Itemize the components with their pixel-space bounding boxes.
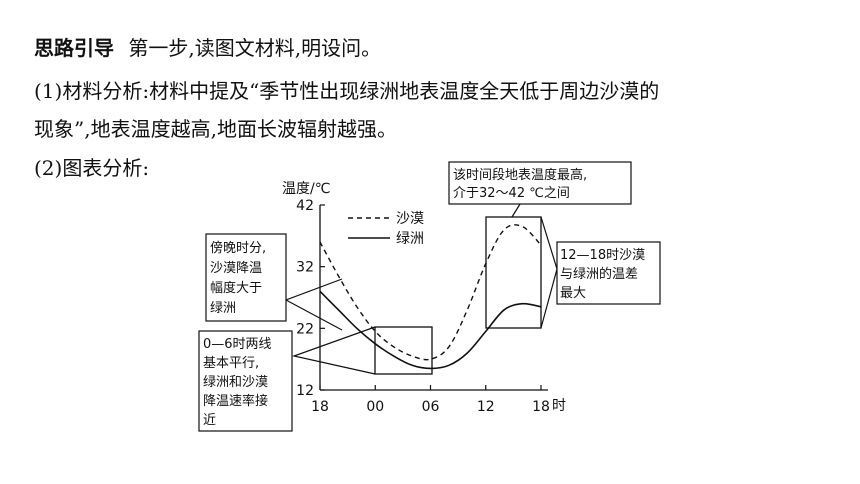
night-annotation-line: 0—6时两线 (203, 337, 272, 352)
diff-annotation-line: 最大 (560, 286, 586, 301)
dusk-annotation-line: 幅度大于 (210, 280, 262, 296)
x-tick-label: 18 (311, 399, 329, 415)
x-tick-label: 12 (477, 399, 495, 415)
legend-oasis-label: 绿洲 (396, 231, 424, 247)
x-tick-label: 00 (366, 399, 384, 415)
diff-annotation-box (556, 241, 661, 305)
night-annotation: 0—6时两线 基本平行, 绿洲和沙漠 降温速率接 近 (203, 337, 272, 428)
x-axis-label: 时 (552, 398, 566, 414)
night-annotation-line: 降温速率接 (203, 393, 268, 409)
dusk-annotation-line: 绿洲 (210, 301, 236, 316)
oasis-series-line (319, 290, 542, 370)
diff-annotation: 12—18时沙漠 与绿洲的温差 最大 (560, 248, 645, 301)
peak-annotation-box (448, 161, 632, 205)
afternoon-highlight-box (485, 216, 542, 329)
dusk-annotation: 傍晚时分, 沙漠降温 幅度大于 绿洲 (210, 240, 266, 316)
material-analysis-line-2: 现象”,地表温度越高,地面长波辐射越强。 (34, 117, 397, 141)
y-axis-label: 温度/℃ (282, 181, 330, 197)
x-tick-label: 06 (422, 399, 440, 415)
legend-desert-label: 沙漠 (396, 211, 424, 227)
chart-analysis-label: (2)图表分析: (34, 156, 150, 180)
section-heading: 思路引导 (34, 36, 114, 60)
intro-line: 思路引导 第一步,读图文材料,明设问。 (34, 34, 381, 62)
night-highlight-box (374, 326, 433, 375)
peak-annotation-line: 介于32～42 ℃之间 (453, 186, 570, 201)
night-annotation-box (198, 330, 293, 432)
peak-annotation-line: 该时间段地表温度最高, (453, 167, 587, 183)
y-tick-label: 32 (296, 260, 314, 276)
y-tick-label: 42 (296, 198, 314, 214)
dusk-annotation-line: 傍晚时分, (210, 240, 266, 256)
diff-pointer (540, 216, 558, 329)
material-analysis-line-1: (1)材料分析:材料中提及“季节性出现绿洲地表温度全天低于周边沙漠的 (34, 79, 660, 103)
step-one-text: 第一步,读图文材料,明设问。 (128, 36, 382, 60)
peak-annotation: 该时间段地表温度最高, 介于32～42 ℃之间 (453, 167, 587, 201)
y-tick-label: 22 (296, 321, 314, 337)
night-pointer (291, 326, 376, 375)
desert-series-line (319, 224, 542, 361)
diff-annotation-line: 与绿洲的温差 (560, 266, 638, 282)
x-tick-label: 18 (532, 399, 550, 415)
diff-annotation-line: 12—18时沙漠 (560, 248, 645, 263)
night-annotation-line: 绿洲和沙漠 (203, 375, 268, 390)
y-tick-label: 12 (296, 383, 314, 399)
dusk-annotation-line: 沙漠降温 (210, 261, 262, 276)
dusk-annotation-box (205, 233, 287, 322)
night-annotation-line: 近 (203, 413, 216, 428)
night-annotation-line: 基本平行, (203, 356, 259, 371)
